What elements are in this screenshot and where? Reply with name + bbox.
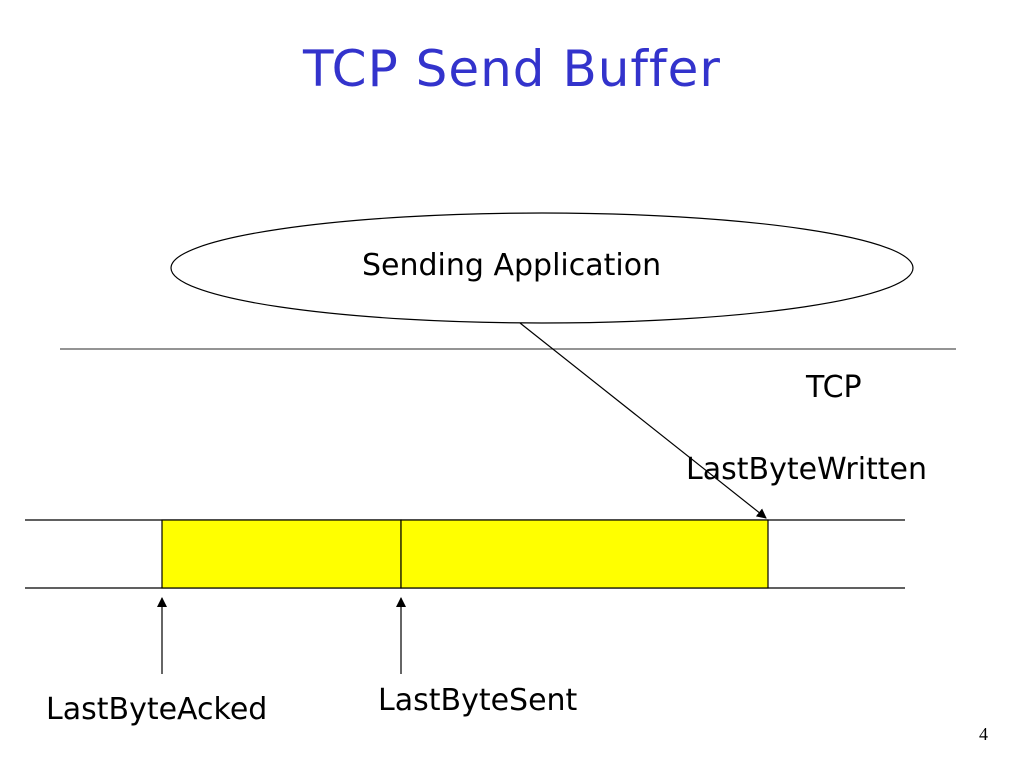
buffer-segment-sent-unacked [161, 519, 402, 589]
sending-application-ellipse [170, 212, 914, 324]
sending-application-label: Sending Application [362, 248, 662, 283]
buffer-segment-written-unsent [400, 519, 769, 589]
last-byte-written-label: LastByteWritten [686, 452, 928, 487]
slide-title: TCP Send Buffer [303, 40, 721, 98]
page-number: 4 [979, 724, 988, 744]
tcp-layer-label: TCP [806, 370, 862, 405]
last-byte-sent-label: LastByteSent [378, 683, 578, 718]
last-byte-acked-label: LastByteAcked [46, 692, 268, 727]
last-byte-written-arrow [519, 322, 767, 519]
